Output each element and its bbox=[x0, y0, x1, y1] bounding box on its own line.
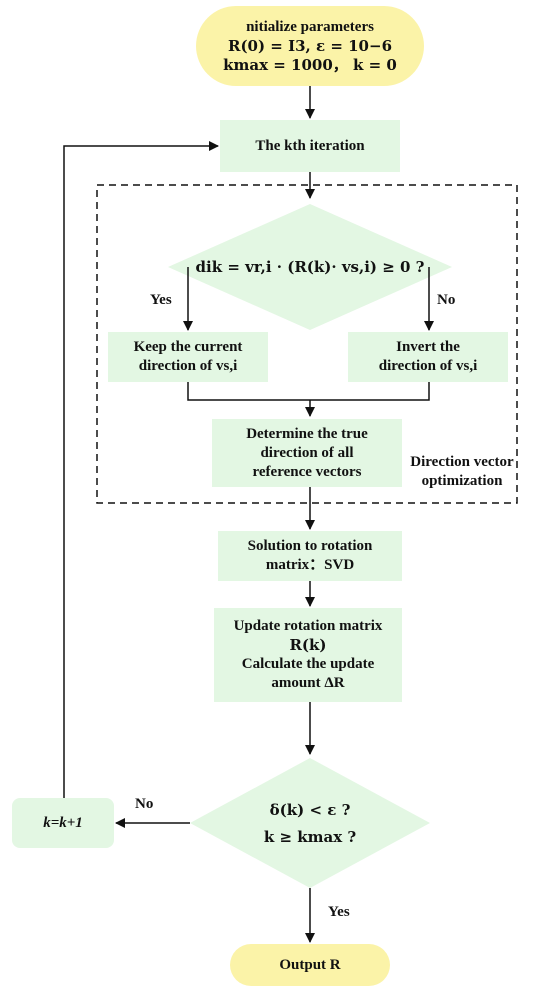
invert-line-1: Invert the bbox=[396, 339, 460, 355]
update-line-3: Calculate the update bbox=[241, 656, 375, 672]
keep-line-1: Keep the current bbox=[133, 339, 243, 355]
update-box: Update rotation matrix R(k) Calculate th… bbox=[214, 608, 402, 702]
yes-branch-label: Yes bbox=[150, 292, 172, 308]
svd-line-2: matrix：SVD bbox=[265, 557, 355, 573]
invert-line-2: direction of vs,i bbox=[378, 358, 478, 374]
group-label: Direction vector optimization bbox=[410, 454, 514, 489]
no-branch-label: No bbox=[437, 292, 456, 308]
convergence-no-label: No bbox=[135, 796, 154, 812]
direction-decision-diamond bbox=[168, 204, 452, 330]
determine-direction-box: Determine the true direction of all refe… bbox=[212, 419, 402, 487]
output-terminal: Output R bbox=[230, 944, 390, 986]
direction-optimization-group bbox=[96, 184, 518, 504]
svd-box: Solution to rotation matrix：SVD bbox=[218, 531, 402, 581]
arrow-loop-back bbox=[63, 141, 219, 798]
keep-line-2: direction of vs,i bbox=[138, 358, 238, 374]
start-terminal: nitialize parameters R(0) = I3, ε = 10−6… bbox=[196, 6, 424, 86]
increment-box: k=k+1 bbox=[12, 798, 114, 848]
keep-direction-box: Keep the current direction of vs,i bbox=[108, 332, 268, 382]
svd-line-1: Solution to rotation bbox=[247, 538, 373, 554]
update-line-2: R(k) bbox=[289, 636, 327, 654]
merge-line bbox=[187, 382, 430, 401]
iteration-label: The kth iteration bbox=[255, 137, 365, 154]
convergence-yes-label: Yes bbox=[328, 904, 350, 920]
determine-line-3: reference vectors bbox=[252, 463, 362, 480]
start-line-3: kmax = 1000， k = 0 bbox=[223, 55, 397, 74]
update-line-1: Update rotation matrix bbox=[233, 618, 383, 634]
determine-line-1: Determine the true bbox=[246, 425, 368, 442]
invert-direction-box: Invert the direction of vs,i bbox=[348, 332, 508, 382]
start-line-1: nitialize parameters bbox=[246, 18, 374, 35]
convergence-decision-label: δ(k) < ε ? k ≥ kmax ? bbox=[263, 801, 357, 846]
convergence-decision-diamond bbox=[190, 758, 430, 888]
start-line-2: R(0) = I3, ε = 10−6 bbox=[227, 36, 393, 55]
output-label: Output R bbox=[279, 956, 341, 973]
direction-decision-label: dik = vr,i · (R(k)· vs,i) ≥ 0 ? bbox=[195, 257, 425, 276]
iteration-box: The kth iteration bbox=[220, 120, 400, 172]
update-line-4: amount ΔR bbox=[271, 675, 345, 691]
increment-label: k=k+1 bbox=[43, 814, 83, 831]
determine-line-2: direction of all bbox=[260, 444, 354, 461]
